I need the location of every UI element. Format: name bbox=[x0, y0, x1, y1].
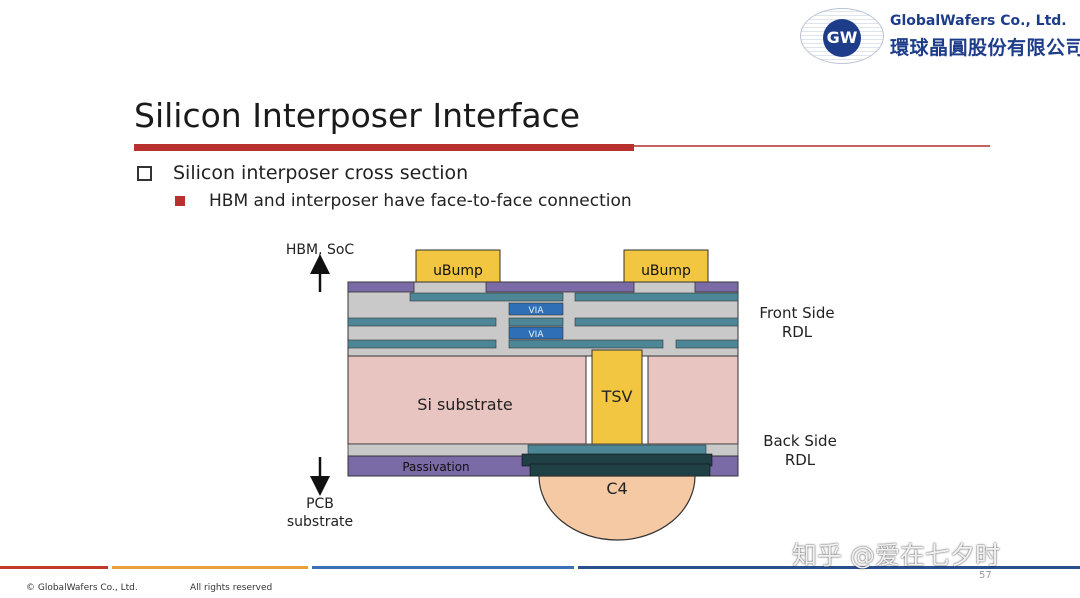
rdl-metal-2a bbox=[347, 317, 497, 327]
back-side-label-2: RDL bbox=[785, 451, 816, 469]
bullet-level2: HBM and interposer have face-to-face con… bbox=[209, 191, 632, 211]
si-substrate-right bbox=[647, 355, 739, 445]
bottom-direction-label-2: substrate bbox=[287, 514, 353, 530]
rdl-metal-1b bbox=[574, 292, 739, 302]
footer-line-blue bbox=[312, 566, 574, 569]
footer-line-navy bbox=[578, 566, 1080, 569]
rdl-metal-3a bbox=[347, 339, 497, 349]
bullet-level1: Silicon interposer cross section bbox=[173, 162, 469, 184]
footer-line-red bbox=[0, 566, 108, 569]
rdl-metal-3b bbox=[508, 339, 664, 349]
slide-title: Silicon Interposer Interface bbox=[134, 96, 581, 135]
passivation-label: Passivation bbox=[402, 460, 469, 474]
back-side-label-1: Back Side bbox=[763, 432, 837, 450]
front-side-label-2: RDL bbox=[782, 323, 813, 341]
c4-pad-base bbox=[529, 463, 711, 477]
company-name-en: GlobalWafers Co., Ltd. bbox=[890, 13, 1067, 29]
interposer-cross-section-diagram: HBM, SoC PCB substrate uBump uBump VIA V… bbox=[270, 232, 870, 546]
footer-copyright: © GlobalWafers Co., Ltd. bbox=[26, 583, 138, 593]
bottom-direction-label-1: PCB bbox=[306, 496, 334, 512]
rdl-metal-2b bbox=[508, 317, 564, 327]
front-side-label-1: Front Side bbox=[759, 304, 834, 322]
top-passivation-mid bbox=[485, 281, 635, 293]
hollow-square-bullet-icon bbox=[137, 166, 152, 181]
ubump-left-label: uBump bbox=[433, 263, 483, 279]
footer-rights: All rights reserved bbox=[190, 583, 273, 593]
filled-square-bullet-icon bbox=[175, 196, 185, 206]
via-lower-label: VIA bbox=[529, 330, 545, 340]
si-substrate-label: Si substrate bbox=[417, 395, 512, 414]
title-underline-thin bbox=[634, 145, 990, 147]
si-substrate-left bbox=[347, 355, 587, 445]
c4-bump bbox=[538, 475, 696, 541]
ubump-right bbox=[623, 249, 709, 287]
ubump-left bbox=[415, 249, 501, 287]
company-name-zh: 環球晶圓股份有限公司 bbox=[890, 37, 1080, 59]
via-lower bbox=[508, 326, 564, 340]
tsv bbox=[591, 349, 643, 447]
backside-rdl-metal bbox=[527, 444, 707, 456]
ubump-right-label: uBump bbox=[641, 263, 691, 279]
page-number: 57 bbox=[979, 570, 992, 581]
top-passivation-right bbox=[694, 281, 739, 293]
rdl-metal-3c bbox=[675, 339, 739, 349]
c4-label: C4 bbox=[606, 479, 627, 498]
top-direction-label: HBM, SoC bbox=[286, 242, 355, 258]
via-upper bbox=[508, 302, 564, 316]
rdl-metal-1a bbox=[409, 292, 564, 302]
company-logo: GW GlobalWafers Co., Ltd. 環球晶圓股份有限公司 bbox=[800, 6, 1080, 64]
via-upper-label: VIA bbox=[529, 306, 545, 316]
footer-line-orange bbox=[112, 566, 308, 569]
title-underline bbox=[134, 144, 634, 151]
tsv-label: TSV bbox=[601, 387, 633, 406]
watermark: 知乎 @爱在七夕时 bbox=[792, 541, 1000, 570]
logo-badge: GW bbox=[823, 19, 861, 57]
top-passivation-left bbox=[347, 281, 415, 293]
globe-icon: GW bbox=[800, 8, 884, 64]
rdl-metal-2c bbox=[574, 317, 739, 327]
